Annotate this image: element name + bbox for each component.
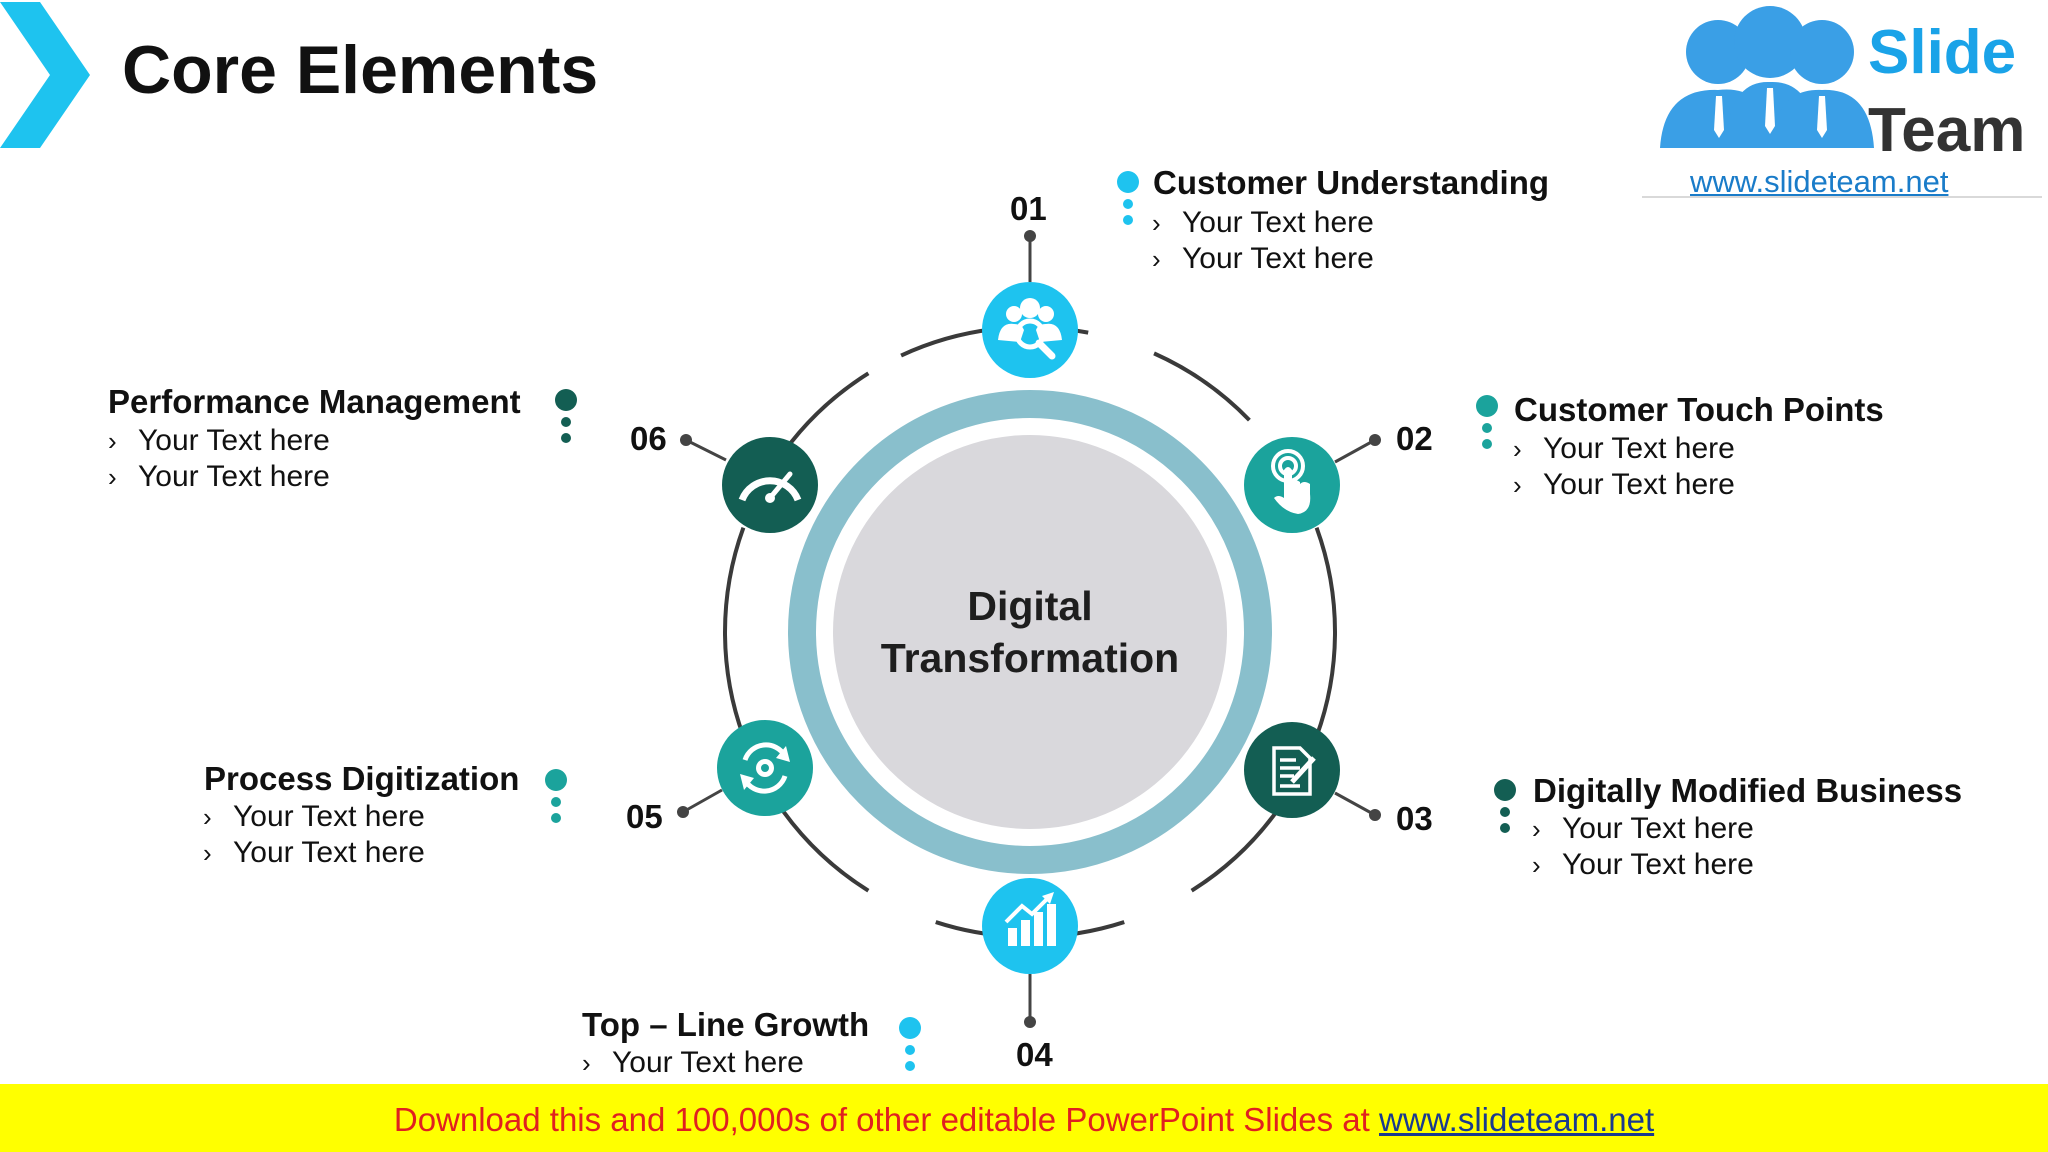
- logo-url-link[interactable]: www.slideteam.net: [1690, 164, 1949, 199]
- number-05: 05: [626, 798, 663, 835]
- leader-line-2: [1334, 438, 1376, 464]
- title-dot-6-1: [555, 389, 577, 411]
- item-01-bullet-2: ›Your Text here: [1152, 242, 1374, 275]
- title-dot-4-1: [899, 1017, 921, 1039]
- item-04-title: Top – Line Growth: [582, 1006, 870, 1043]
- footer-link[interactable]: www.slideteam.net: [1379, 1101, 1655, 1138]
- connector-arc-3: [1314, 527, 1337, 737]
- item-03-title: Digitally Modified Business: [1533, 772, 1963, 809]
- decorative-dots: [545, 171, 1516, 1071]
- number-03: 03: [1396, 800, 1433, 837]
- item-06-bullet-2: ›Your Text here: [108, 460, 330, 493]
- title-dot-4-3: [905, 1061, 915, 1071]
- leader-dot-5: [677, 806, 689, 818]
- connector-arc-7: [723, 527, 746, 737]
- people-logo-icon: [1660, 6, 1874, 148]
- connector-arc-6: [781, 810, 870, 893]
- item-01-title: Customer Understanding: [1153, 164, 1550, 201]
- item-05-title: Process Digitization: [204, 760, 520, 797]
- leader-dot-4: [1024, 1016, 1036, 1028]
- number-06: 06: [630, 420, 667, 457]
- slide-title: Core Elements: [122, 32, 599, 108]
- number-01: 01: [1010, 190, 1047, 227]
- leader-dot-3: [1369, 809, 1381, 821]
- logo-divider: [1642, 196, 2042, 198]
- growth-chart-icon: [1004, 892, 1056, 946]
- item-06-title: Performance Management: [108, 383, 521, 420]
- item-05-bullet-1: ›Your Text here: [203, 800, 425, 833]
- logo-text-slide: Slide: [1868, 18, 2017, 87]
- title-dot-5-3: [551, 813, 561, 823]
- item-01-bullet-1: ›Your Text here: [1152, 206, 1374, 239]
- title-dot-6-2: [561, 417, 571, 427]
- footer-banner: [0, 1084, 2048, 1152]
- item-04-bullet-1: ›Your Text here: [582, 1046, 804, 1079]
- footer-text: Download this and 100,000s of other edit…: [0, 1103, 2048, 1136]
- leader-dot-1: [1024, 230, 1036, 242]
- title-dot-1-3: [1123, 215, 1133, 225]
- node-06[interactable]: [722, 437, 818, 533]
- node-04[interactable]: [982, 878, 1078, 974]
- leader-line-5: [682, 788, 723, 814]
- title-dot-4-2: [905, 1045, 915, 1055]
- touch-hand-icon: [1271, 449, 1311, 514]
- title-dot-5-1: [545, 769, 567, 791]
- title-dot-3-3: [1500, 823, 1510, 833]
- connector-arc-4: [1190, 810, 1279, 893]
- slideteam-logo[interactable]: [1642, 0, 2048, 200]
- node-02[interactable]: [1244, 437, 1340, 533]
- node-03[interactable]: [1244, 722, 1340, 818]
- title-dot-3-1: [1494, 779, 1516, 801]
- item-02-title: Customer Touch Points: [1514, 391, 1884, 428]
- customer-search-icon: [998, 298, 1062, 360]
- outer-ring: [788, 390, 1272, 874]
- item-02-bullet-2: ›Your Text here: [1513, 468, 1735, 501]
- leader-dot-6: [680, 434, 692, 446]
- connector-arc-2: [1153, 351, 1251, 422]
- leader-line-6: [685, 438, 727, 462]
- center-label: Digital Transformation: [830, 580, 1230, 684]
- item-03-bullet-2: ›Your Text here: [1532, 848, 1754, 881]
- item-05-bullet-2: ›Your Text here: [203, 836, 425, 869]
- chevron-arrow-icon: [0, 2, 90, 148]
- footer-message: Download this and 100,000s of other edit…: [393, 1101, 1379, 1138]
- center-label-line2: Transformation: [880, 635, 1180, 681]
- title-dot-2-1: [1476, 395, 1498, 417]
- node-05[interactable]: [717, 720, 813, 816]
- item-06-bullet-1: ›Your Text here: [108, 424, 330, 457]
- logo-text-team: Team: [1868, 96, 2026, 165]
- title-dot-2-3: [1482, 439, 1492, 449]
- item-02-bullet-1: ›Your Text here: [1513, 432, 1735, 465]
- connector-arc-8: [781, 371, 870, 454]
- speedometer-icon: [738, 471, 802, 503]
- title-dot-5-2: [551, 797, 561, 807]
- leader-dot-2: [1369, 434, 1381, 446]
- number-04: 04: [1016, 1036, 1053, 1073]
- process-gear-icon: [740, 742, 790, 794]
- title-dot-1-2: [1123, 199, 1133, 209]
- title-dot-2-2: [1482, 423, 1492, 433]
- leader-lines: [677, 230, 1381, 1028]
- document-edit-icon: [1272, 746, 1316, 796]
- item-03-bullet-1: ›Your Text here: [1532, 812, 1754, 845]
- number-02: 02: [1396, 420, 1433, 457]
- node-01[interactable]: [982, 282, 1078, 378]
- center-circle: [833, 435, 1227, 829]
- title-dot-3-2: [1500, 807, 1510, 817]
- title-dot-1-1: [1117, 171, 1139, 193]
- center-label-line1: Digital: [967, 583, 1093, 629]
- title-dot-6-3: [561, 433, 571, 443]
- leader-line-3: [1334, 791, 1376, 817]
